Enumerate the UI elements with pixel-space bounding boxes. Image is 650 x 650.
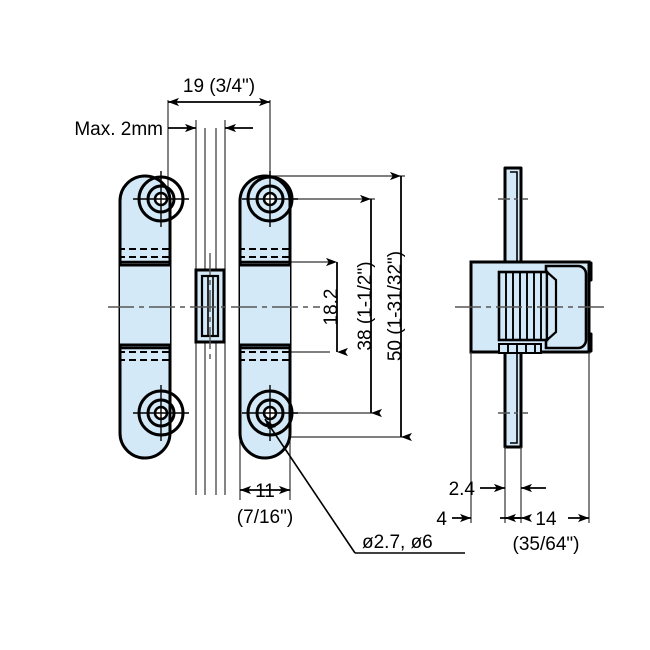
dim-label-offset: 4	[436, 509, 447, 530]
side-view-geometry	[455, 166, 605, 523]
screw-hole-top-right	[242, 171, 298, 227]
right-leaf-hidden-lines	[240, 248, 290, 361]
hole-callout-leader	[264, 418, 465, 554]
dim-label-center-plate-height: 18.2	[321, 289, 342, 326]
dim-label-max-gap: Max. 2mm	[74, 119, 163, 140]
right-leaf	[238, 174, 292, 460]
dim-label-hole-callout: ø2.7, ø6	[362, 532, 433, 553]
screw-hole-top-left	[133, 171, 189, 227]
dim-label-overall-height: 50 (1-31/32")	[385, 251, 406, 361]
dim-label-body-depth-mm: 14	[535, 509, 557, 530]
front-view-dimensions: 19 (3/4") Max. 2mm 11 (7/16") 18.2 38 (1…	[74, 76, 465, 554]
dim-label-plate-thickness: 2.4	[449, 479, 476, 500]
dim-label-leaf-width-inch: (7/16")	[237, 507, 293, 528]
left-leaf-hidden-lines	[120, 248, 170, 361]
side-view-knuckle-tab	[498, 343, 542, 354]
dim-label-leaf-width-mm: 11	[255, 481, 275, 502]
dim-label-width-overall: 19 (3/4")	[183, 76, 255, 97]
side-view-extension-lines	[470, 352, 590, 523]
front-view-geometry	[108, 100, 405, 500]
screw-hole-bottom-left	[133, 385, 189, 441]
dim-label-hole-spacing: 38 (1-1/2")	[355, 261, 376, 350]
side-view-knuckle	[497, 269, 558, 343]
left-leaf	[118, 174, 172, 460]
side-view-dimensions: 2.4 4 14 (35/64")	[436, 479, 589, 555]
dim-label-body-depth-inch: (35/64")	[513, 534, 580, 555]
